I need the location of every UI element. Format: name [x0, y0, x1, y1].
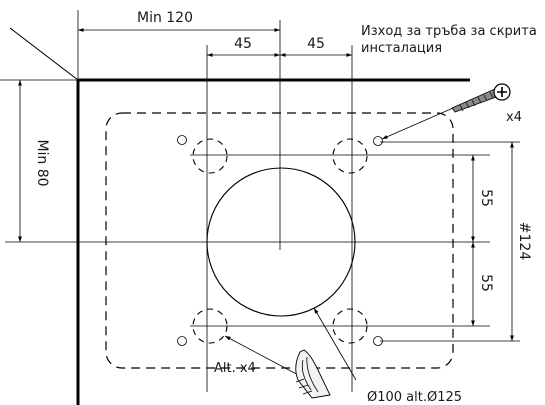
label-45-right: 45 — [307, 36, 325, 52]
extension-lines — [0, 10, 520, 392]
label-screw-count: x4 — [506, 110, 522, 125]
label-55-top: 55 — [478, 189, 494, 207]
fixing-holes — [177, 135, 383, 346]
wall-plug-icon — [295, 349, 331, 399]
wall-corner — [9, 27, 470, 405]
label-alt-x4: Alt. x4 — [214, 361, 256, 376]
leader-lines — [224, 104, 461, 381]
label-hash-124: #124 — [516, 222, 532, 261]
label-55-bottom: 55 — [478, 274, 494, 292]
label-pipe-outlet-line1: Изход за тръба за скрита — [361, 24, 537, 39]
dimension-lines — [18, 28, 514, 341]
screw-position-circles — [192, 138, 368, 344]
duct-opening-circle — [206, 167, 356, 317]
mounting-plate-outline — [105, 112, 454, 369]
label-pipe-outlet-line2: инсталация — [361, 41, 442, 56]
labels: Min 120 45 45 Изход за тръба за скрита и… — [34, 10, 537, 405]
label-min-80: Min 80 — [34, 139, 50, 186]
label-45-left: 45 — [234, 36, 252, 52]
screw-icon — [451, 83, 511, 113]
label-diameter: Ø100 alt.Ø125 — [367, 390, 462, 405]
label-min-120: Min 120 — [137, 10, 193, 26]
